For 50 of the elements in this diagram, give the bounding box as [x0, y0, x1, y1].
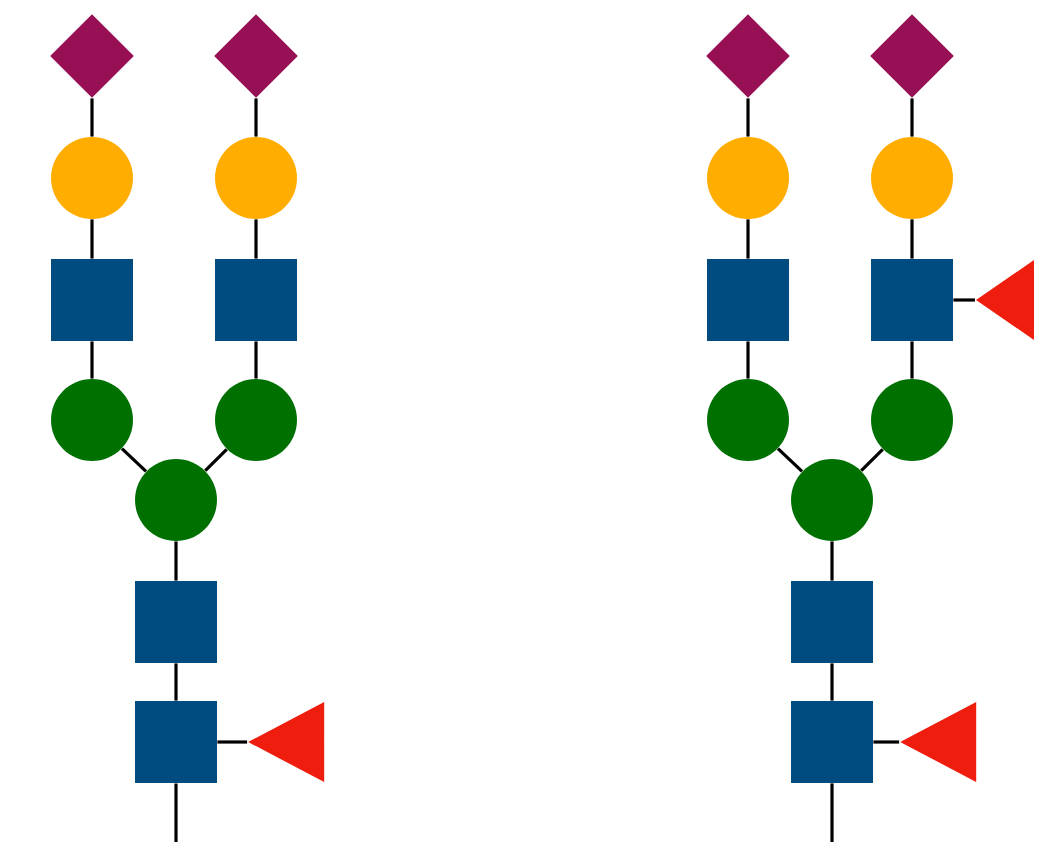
connector-line — [254, 341, 258, 379]
circle-symbol — [215, 379, 297, 461]
connector-line — [217, 740, 248, 744]
diamond-symbol — [706, 14, 790, 98]
connector-line — [204, 448, 228, 472]
square-symbol — [215, 259, 297, 341]
connector-line — [873, 740, 900, 744]
connector-line — [254, 219, 258, 259]
diamond-symbol — [870, 14, 954, 98]
connector-line — [910, 341, 914, 379]
circle-symbol — [871, 137, 953, 219]
square-symbol — [871, 259, 953, 341]
square-symbol — [135, 581, 217, 663]
connector-line — [830, 663, 834, 701]
circle-symbol — [791, 459, 873, 541]
connector-line — [174, 663, 178, 701]
circle-symbol — [707, 379, 789, 461]
square-symbol — [791, 701, 873, 783]
connector-line — [174, 541, 178, 581]
circle-symbol — [707, 137, 789, 219]
square-symbol — [51, 259, 133, 341]
connector-line — [830, 541, 834, 581]
circle-symbol — [871, 379, 953, 461]
connector-line — [90, 219, 94, 259]
triangle-symbol — [900, 702, 977, 782]
connector-line — [746, 98, 750, 137]
circle-symbol — [51, 137, 133, 219]
connector-line — [910, 219, 914, 259]
connector-line — [174, 783, 178, 842]
connector-line — [746, 341, 750, 379]
square-symbol — [135, 701, 217, 783]
circle-symbol — [135, 459, 217, 541]
diamond-symbol — [214, 14, 298, 98]
triangle-symbol — [248, 702, 325, 782]
connector-line — [830, 783, 834, 842]
connector-line — [910, 98, 914, 137]
connector-line — [746, 219, 750, 259]
connector-line — [90, 98, 94, 137]
circle-symbol — [215, 137, 297, 219]
triangle-symbol — [976, 260, 1034, 340]
connector-line — [776, 447, 804, 473]
connector-line — [254, 98, 258, 137]
connector-line — [953, 298, 975, 302]
connector-line — [860, 448, 884, 472]
connector-line — [120, 447, 148, 473]
circle-symbol — [51, 379, 133, 461]
square-symbol — [707, 259, 789, 341]
square-symbol — [791, 581, 873, 663]
connector-line — [90, 341, 94, 379]
diamond-symbol — [50, 14, 134, 98]
